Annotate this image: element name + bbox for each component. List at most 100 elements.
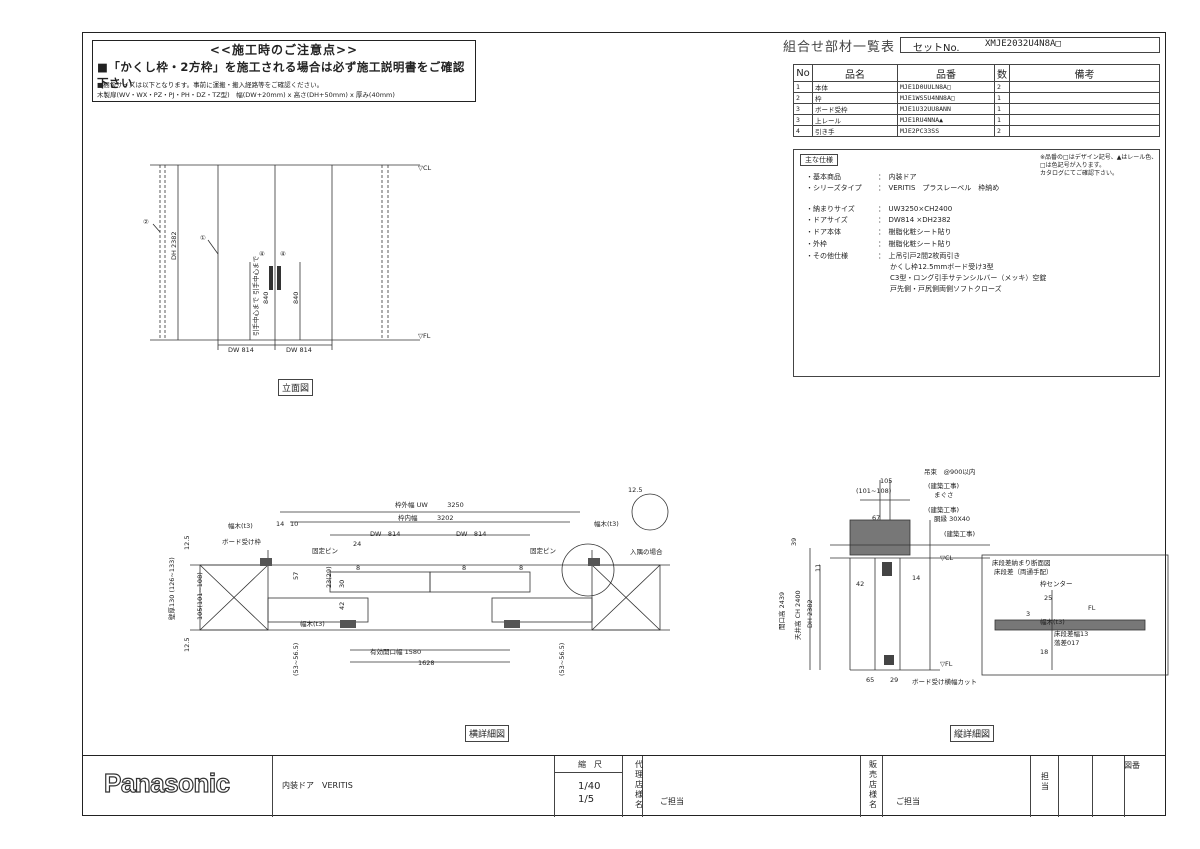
plan-5356b: (53~56.5) [558,642,566,676]
table-row: 3 上レール MJE1RU4NNA▲ 1 [793,114,1160,126]
elev-cl: ▽CL [418,164,432,172]
elev-840a: 840 [262,291,270,304]
sec-2439: 開口高 2439 [778,591,786,630]
handle-right-icon [277,266,281,290]
cell-no: 4 [793,125,813,137]
drawing-frame [82,32,1166,816]
plan-wall: 壁厚130 (126~133) [168,557,176,620]
spec-note-2: □は色記号が入ります。 [1040,162,1106,169]
header-code: 品番 [897,64,995,82]
cell-qty: 2 [994,81,1010,93]
header-qty: 数 [994,64,1010,82]
elev-fl: ▽FL [418,332,431,340]
handle-left-icon [269,266,273,290]
cell-note [1009,92,1160,104]
header-name: 品名 [812,64,898,82]
plan-open-width: 有効開口幅 1580 [370,648,422,656]
spec-value: ： 内装ドア [878,173,917,181]
header-note: 備考 [1009,64,1160,82]
cell-note [1009,114,1160,126]
plan-inner: 枠内幅 3202 [398,514,454,522]
cell-code: MJE1WS5U4NN8A□ [897,92,995,104]
cell-code: MJE1RU4NNA▲ [897,114,995,126]
elev-marker-4b: ④ [280,250,286,258]
plan-wall2: 105(101~108) [196,572,204,620]
elevation-drawing [150,164,420,350]
sec-kenchiku3: (建築工事) [944,530,976,538]
cell-no: 2 [793,92,813,104]
header-no: No [793,64,813,82]
plan-8c: 8 [519,564,524,572]
notes-title: <<施工時のご注意点>> [209,43,359,57]
sec-14: 14 [912,574,921,582]
sec-67: 67 [872,514,881,522]
detail-3: 3 [1026,610,1031,618]
detail-center: 枠センター [1040,580,1073,588]
sec-kenchiku2b: 胴縁 30X40 [934,515,971,523]
zuban-label: 図番 [1124,761,1140,770]
spec-value: 戸先側・戸尻側両側ソフトクローズ [890,285,1002,293]
tanto-label: 担当 [1041,772,1049,791]
spec-key: ・ドア本体 [806,228,841,236]
spec-box: 主な仕様 ※品番の□はデザイン記号、▲はレール色、 □は色記号が入ります。 カタ… [793,149,1160,377]
cell-note [1009,81,1160,93]
plan-haba-left: 幅木(t3) [228,522,253,530]
plan-14: 14 [276,520,285,528]
plan-board: ボード受け枠 [222,538,261,546]
cell-qty: 1 [994,103,1010,115]
table-row: 1 本体 MJE1D0UULN8A□ 2 [793,81,1160,93]
detail-title-2: 床段差（両通手配） [994,568,1053,576]
title-block [82,755,1166,817]
spec-value: ： 樹脂化粧シート貼り [878,240,952,248]
elev-dw2: DW 814 [286,346,312,354]
parts-header-row: No 品名 品番 数 備考 [793,64,1160,82]
plan-8b: 8 [462,564,467,572]
elev-marker-2: ② [143,218,149,226]
top-rail-icon [882,562,892,576]
notes-line1: ■梱包サイズは以下となります。事前に運搬・搬入経路等をご確認ください。 [97,81,324,89]
plan-125b: 12.5 [183,637,191,652]
spec-tag: 主な仕様 [800,154,838,166]
panasonic-logo: Panasonic [103,767,230,798]
cell-no: 3 [793,103,813,115]
spec-value: ： VERITIS プラスレーベル 枠納め [878,184,1000,192]
sec-cl: ▽CL [940,554,954,562]
set-number: XMJE2032U4N8A□ [985,39,1061,49]
cell-name: 本体 [812,81,898,93]
sec-hanger: 吊束 @900以内 [924,468,976,476]
plan-125a: 12.5 [183,535,191,550]
spec-key: ・シリーズタイプ [806,184,862,192]
plan-haba-right: 幅木(t3) [594,520,619,528]
sec-kenchiku1: (建築工事) [928,482,960,490]
cell-qty: 2 [994,125,1010,137]
sec-39: 39 [790,537,798,546]
plan-pin-right: 固定ピン [530,547,556,555]
cell-qty: 1 [994,114,1010,126]
sec-42: 42 [856,580,865,588]
elev-marker-1: ① [200,234,206,242]
elev-dh: DH 2382 [170,231,178,260]
spec-key: ・外枠 [806,240,827,248]
detail-25: 25 [1044,594,1053,602]
spec-key: ・基本商品 [806,173,841,181]
detail-18: 18 [1040,648,1049,656]
cell-name: 枠 [812,92,898,104]
plan-haba-bottom: 幅木(t3) [300,620,325,628]
sec-ch: 天井高 CH 2400 [794,590,802,640]
caution-notes: <<施工時のご注意点>> ■「かくし枠・2方枠」を施工される場合は必ず施工説明書… [92,40,476,102]
table-row: 2 枠 MJE1WS5U4NN8A□ 1 [793,92,1160,104]
spec-note-3: カタログにてご確認下さい。 [1040,170,1119,177]
spec-note-1: ※品番の□はデザイン記号、▲はレール色、 [1040,154,1158,161]
plan-irizumi: 入隅の場合 [630,548,663,556]
bottom-guide-icon [884,655,894,665]
table-row: 4 引き手 MJE2PC33SS 2 [793,125,1160,137]
product-name: 内装ドア VERITIS [282,781,353,790]
scale-2: 1/5 [578,794,595,805]
scale-1: 1/40 [578,781,601,792]
plan-30: 30 [338,579,346,588]
cell-code: MJE2PC33SS [897,125,995,137]
cell-note [1009,103,1160,115]
sec-kenchiku2: (建築工事) [928,506,960,514]
cell-code: MJE1D0UULN8A□ [897,81,995,93]
plan-dw1: DW 814 [370,530,401,538]
